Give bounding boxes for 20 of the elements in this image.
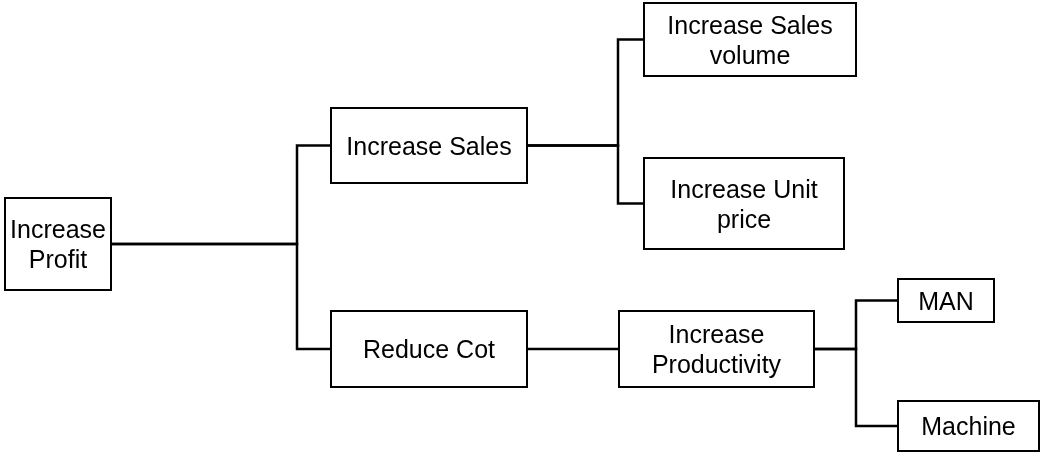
process-box [897,400,1040,452]
process-box [618,310,815,388]
process-box [897,278,995,323]
connector-line [528,144,643,205]
box-label: Increase Productivity [650,319,783,379]
box-label: Increase Sales [346,130,512,161]
process-box [4,197,112,291]
process-box [643,2,857,77]
connector-line [815,347,897,428]
box-label: Machine [921,411,1016,441]
process-box [643,157,845,250]
box-label: Reduce Cot [363,334,495,364]
box-label: Increase Profit [9,214,107,274]
box-label: MAN [918,285,974,316]
connector-line [528,347,618,351]
box-label: Increase Unit price [669,173,819,234]
connector-line [112,242,330,351]
process-box [330,107,528,184]
box-label: Increase Sales volume [666,9,834,70]
process-box [330,310,528,388]
